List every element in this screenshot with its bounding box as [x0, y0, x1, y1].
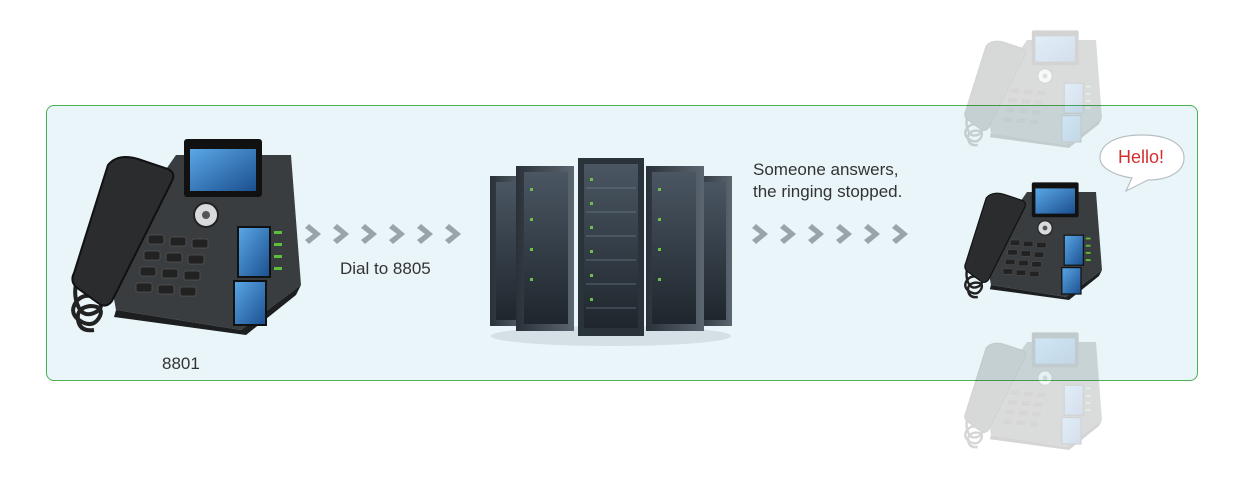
chevron-row-right — [752, 224, 908, 244]
chevron-right-icon — [333, 224, 349, 244]
chevron-right-icon — [780, 224, 796, 244]
chevron-right-icon — [305, 224, 321, 244]
server-rack-icon — [490, 158, 732, 346]
chevron-right-icon — [389, 224, 405, 244]
chevron-right-icon — [361, 224, 377, 244]
bubble-text: Hello! — [1118, 147, 1165, 167]
chevron-row-left — [305, 224, 461, 244]
chevron-right-icon — [892, 224, 908, 244]
chevron-right-icon — [864, 224, 880, 244]
chevron-right-icon — [808, 224, 824, 244]
answer-label-line1: Someone answers, — [753, 160, 899, 179]
receiver-phone-icon — [963, 181, 1104, 300]
chevron-right-icon — [445, 224, 461, 244]
answer-label-line2: the ringing stopped. — [753, 182, 903, 201]
speech-bubble-icon — [1099, 134, 1185, 193]
chevron-right-icon — [836, 224, 852, 244]
dial-label: Dial to 8805 — [340, 259, 431, 278]
chevron-right-icon — [417, 224, 433, 244]
ip-phone-icon — [963, 331, 1104, 450]
ip-phone-icon — [963, 29, 1104, 148]
caller-extension-label: 8801 — [162, 354, 200, 373]
caller-phone-icon — [70, 137, 304, 335]
chevron-right-icon — [752, 224, 768, 244]
